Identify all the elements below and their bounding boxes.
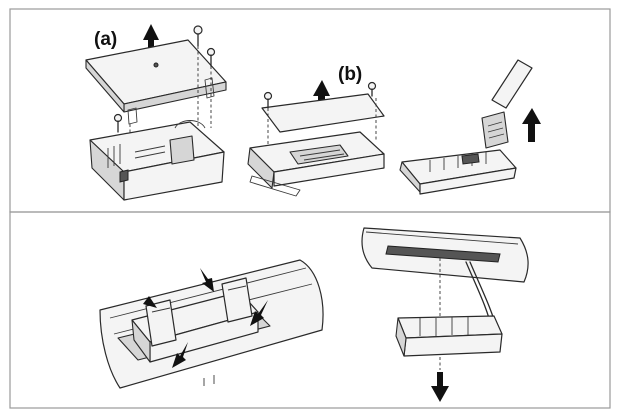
clip-block — [145, 299, 177, 347]
connector-block — [169, 135, 195, 165]
up-arrow-icon — [143, 24, 159, 58]
clip-block — [221, 277, 253, 323]
housing-front — [273, 153, 385, 187]
screw-icon — [206, 47, 216, 67]
cable — [491, 59, 533, 109]
screw-icon — [193, 25, 203, 47]
screw-icon — [367, 81, 377, 97]
board-traces — [134, 145, 166, 159]
lamp-body-side — [131, 319, 151, 363]
panel-notch — [203, 375, 215, 386]
bumper-install-group — [99, 259, 324, 389]
lamp-ribs — [419, 317, 469, 336]
circuit-board — [289, 144, 349, 165]
lamp-removal-group — [361, 227, 529, 402]
terminal-pins — [107, 144, 121, 168]
lid-tab — [127, 107, 138, 125]
lid-hole — [153, 62, 159, 68]
wire-loop — [174, 120, 206, 129]
plug-pins — [487, 121, 505, 139]
down-arrow-icon — [134, 292, 157, 308]
clip — [119, 169, 129, 183]
up-arrow-icon — [522, 108, 541, 142]
light-slot — [385, 245, 501, 263]
up-arrow-icon — [313, 80, 330, 112]
step-a-group: (a) — [85, 24, 227, 201]
lid-tab — [204, 77, 215, 99]
panel-edge — [365, 231, 519, 245]
down-arrow-icon — [200, 268, 214, 292]
step-b-label: (b) — [338, 64, 362, 85]
ribbon-tab — [249, 175, 301, 197]
lamp-unit-side — [395, 317, 407, 357]
screw-icon — [113, 113, 123, 133]
step-b-group: (b) — [247, 64, 385, 197]
socket — [461, 153, 480, 165]
housing-left — [247, 147, 275, 189]
lamp-ribs — [429, 152, 487, 172]
lamp-unit-front — [419, 167, 517, 195]
down-arrow-icon — [172, 342, 188, 368]
board-traces — [299, 149, 345, 161]
step-a-label: (a) — [94, 29, 117, 50]
screw-icon — [263, 91, 273, 109]
lid-side-edge — [85, 59, 125, 113]
cover-plate — [261, 93, 385, 133]
lamp-unit-front — [403, 333, 503, 357]
connector-step-group — [399, 59, 541, 195]
down-arrow-icon — [250, 300, 268, 326]
bottom-panel-frame — [9, 211, 611, 409]
clip-detail — [151, 285, 247, 313]
down-arrow-icon — [431, 372, 449, 402]
